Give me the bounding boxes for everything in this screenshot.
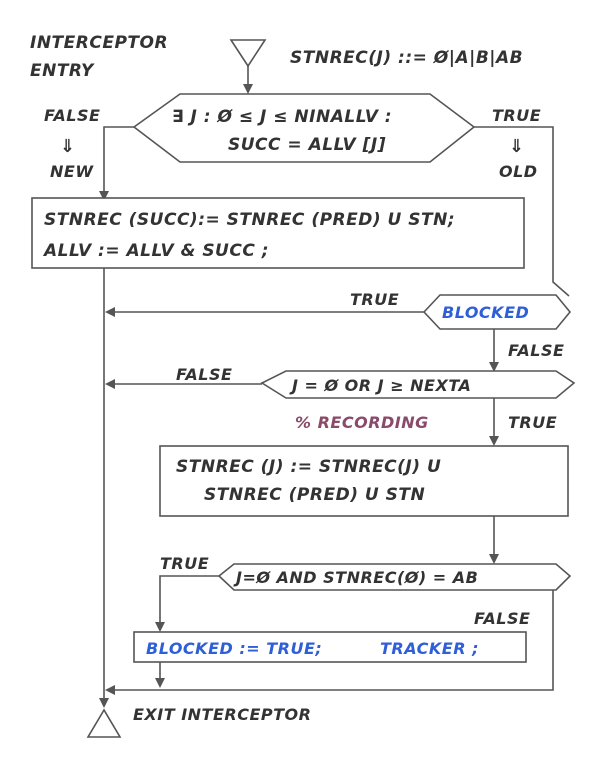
decision3-comment: % RECORDING: [295, 413, 429, 432]
decision2-false-label: FALSE: [508, 341, 564, 360]
decision3-true-label: TRUE: [508, 413, 557, 432]
arrowhead-decision2-true: [105, 307, 115, 317]
arrowhead-decision2-false: [489, 362, 499, 372]
type-definition: STNREC(J) ::= Ø|A|B|AB: [290, 48, 523, 68]
flow-decision4-true: [159, 575, 219, 624]
decision1-false-arrow: ⇓: [60, 136, 76, 157]
exit-label: EXIT INTERCEPTOR: [133, 705, 311, 724]
decision1-true-label: TRUE: [492, 106, 541, 125]
process3-part2: TRACKER ;: [380, 639, 479, 658]
decision3-text: J = Ø OR J ≥ NEXTA: [289, 376, 471, 395]
decision4-text: J=Ø AND STNREC(Ø) = AB: [233, 568, 478, 587]
decision4-false-label: FALSE: [474, 609, 530, 628]
flow-decision1-false: [103, 126, 134, 193]
decision1-false-label: FALSE: [44, 106, 100, 125]
decision1-old-label: OLD: [499, 162, 538, 181]
arrowhead-decision3-true: [489, 436, 499, 446]
decision1-new-label: NEW: [50, 162, 94, 181]
entry-triangle: [229, 39, 267, 68]
arrowhead-exit: [99, 698, 109, 708]
process3-box: [133, 631, 527, 663]
process2-line1: STNREC (J) := STNREC(J) U: [176, 457, 441, 477]
decision2-true-label: TRUE: [350, 290, 399, 309]
decision3-false-label: FALSE: [176, 365, 232, 384]
decision1-true-arrow: ⇓: [509, 136, 525, 157]
process1-line1: STNREC (SUCC):= STNREC (PRED) U STN;: [44, 210, 455, 230]
entry-label-line1: INTERCEPTOR: [30, 33, 168, 53]
decision2-text: BLOCKED: [442, 303, 529, 322]
process1-line2: ALLV := ALLV & SUCC ;: [42, 241, 269, 261]
arrowhead-entry: [243, 84, 253, 94]
decision1-line2: SUCC = ALLV [J]: [228, 135, 386, 155]
arrowhead-decision3-false: [105, 379, 115, 389]
decision2-hexagon: [422, 294, 572, 330]
decision4-hexagon: [217, 563, 572, 591]
process2-box: [159, 445, 569, 517]
exit-triangle: [86, 708, 122, 738]
process1-box: [31, 197, 525, 269]
flow-decision4-false: [114, 590, 554, 691]
arrowhead-decision4-true: [155, 622, 165, 632]
arrowhead-process2-down: [489, 554, 499, 564]
decision4-true-label: TRUE: [160, 554, 209, 573]
arrowhead-process3-down: [155, 678, 165, 688]
arrowhead-decision1-false: [99, 191, 109, 201]
flow-decision1-true: [474, 126, 570, 297]
arrowhead-decision4-false: [105, 685, 115, 695]
process2-line2: STNREC (PRED) U STN: [204, 485, 425, 505]
decision3-hexagon: [260, 370, 576, 399]
decision1-line1: ∃ J : Ø ≤ J ≤ NINALLV :: [172, 107, 392, 127]
entry-label-line2: ENTRY: [30, 61, 95, 81]
process3-part1: BLOCKED := TRUE;: [146, 639, 322, 658]
